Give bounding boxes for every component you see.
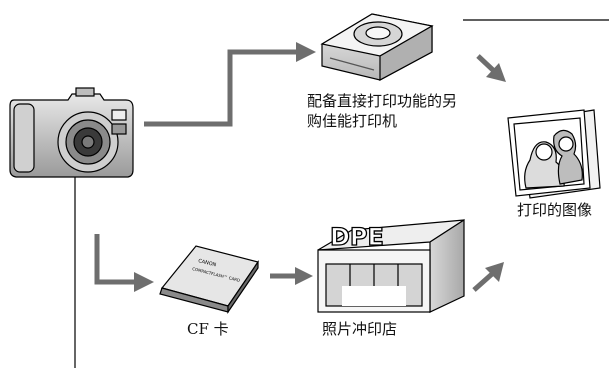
- printer-caption-line1: 配备直接打印功能的另: [307, 92, 457, 110]
- printed-photo-icon: [507, 109, 601, 199]
- arrow-shop-to-photo-head: [485, 262, 504, 282]
- arrow-camera-to-card: [94, 234, 138, 285]
- shop-sign: DPE: [330, 223, 384, 251]
- arrow-printer-to-photo: [476, 54, 496, 73]
- digital-camera-icon: [9, 87, 134, 178]
- arrow-card-to-shop-head: [295, 267, 313, 285]
- arrow-camera-to-card-head: [134, 272, 154, 292]
- arrow-camera-to-printer: [144, 49, 300, 127]
- arrow-shop-to-photo: [472, 272, 494, 292]
- arrow-camera-to-printer-head: [296, 42, 316, 62]
- shop-caption: 照片冲印店: [322, 320, 397, 338]
- output-caption: 打印的图像: [517, 201, 592, 219]
- cf-card-icon: CANON COMPACTFLASH™ CARD: [159, 245, 259, 314]
- card-caption: CF 卡: [187, 320, 229, 338]
- svg-text:CANON: CANON: [198, 258, 217, 268]
- photo-printer-icon: [320, 13, 434, 82]
- printer-caption-line2: 购佳能打印机: [307, 112, 397, 130]
- arrow-printer-to-photo-head: [486, 63, 506, 82]
- photo-shop-icon: [317, 218, 465, 313]
